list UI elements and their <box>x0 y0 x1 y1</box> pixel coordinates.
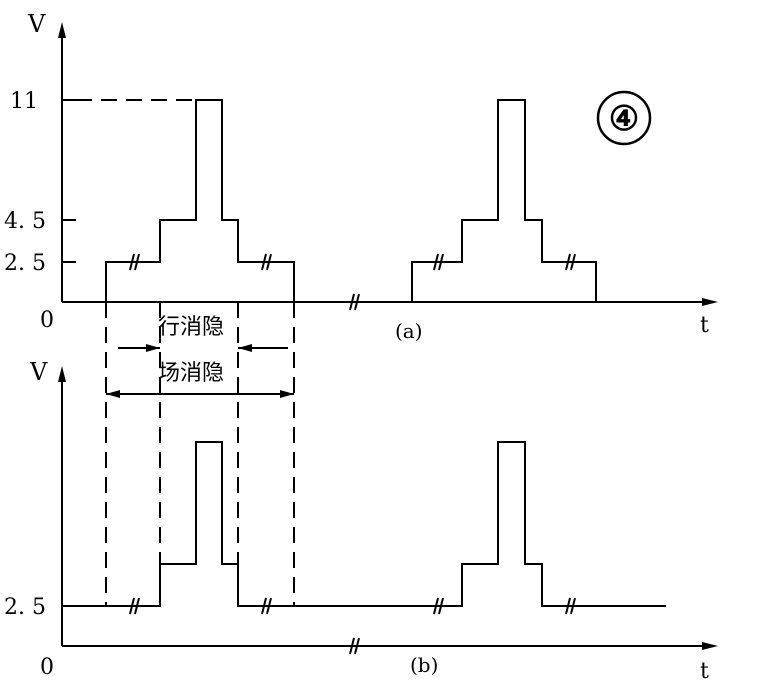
top-y-tick-4-5: 4. 5 <box>4 209 46 234</box>
top-break-mark-1 <box>129 253 140 271</box>
top-break-mark-4 <box>565 253 576 271</box>
bottom-origin-label: 0 <box>40 655 54 680</box>
field-blanking-label: 场消隐 <box>158 361 224 386</box>
badge-number: ④ <box>609 99 639 139</box>
field-blanking-arrow <box>106 390 294 398</box>
bottom-axis-break-mark <box>349 637 360 655</box>
bottom-break-mark-3 <box>433 597 444 615</box>
circled-number-badge: ④ <box>596 90 652 146</box>
bottom-x-axis-arrow-icon <box>702 642 718 650</box>
bottom-y-axis-arrow-icon <box>58 366 66 382</box>
bottom-waveform <box>76 441 666 607</box>
bottom-y-axis-label: V <box>29 358 48 386</box>
bottom-caption: (b) <box>410 653 438 677</box>
top-y-axis-label: V <box>27 10 46 38</box>
bottom-x-axis-label: t <box>700 659 709 684</box>
top-x-axis-arrow-icon <box>702 298 718 306</box>
top-y-tick-11: 11 <box>10 89 38 114</box>
line-blanking-label: 行消隐 <box>158 315 224 340</box>
bottom-break-mark-1 <box>129 597 140 615</box>
top-caption: (a) <box>395 319 423 343</box>
top-x-axis <box>62 298 718 306</box>
bottom-y-tick-2-5: 2. 5 <box>4 595 46 620</box>
top-x-axis-label: t <box>700 313 709 338</box>
top-y-axis <box>58 22 66 302</box>
bottom-y-axis <box>58 366 66 646</box>
top-y-axis-arrow-icon <box>58 22 66 38</box>
bottom-x-axis <box>62 642 718 650</box>
top-y-tick-2-5: 2. 5 <box>4 251 46 276</box>
top-pulse-1 <box>105 99 295 302</box>
top-pulse-2 <box>411 99 597 302</box>
bottom-break-mark-4 <box>565 597 576 615</box>
top-axis-break-mark <box>349 293 360 311</box>
bottom-break-mark-2 <box>261 597 272 615</box>
top-break-mark-3 <box>433 253 444 271</box>
line-blanking-arrows <box>118 344 288 352</box>
top-origin-label: 0 <box>40 308 54 333</box>
top-break-mark-2 <box>261 253 272 271</box>
